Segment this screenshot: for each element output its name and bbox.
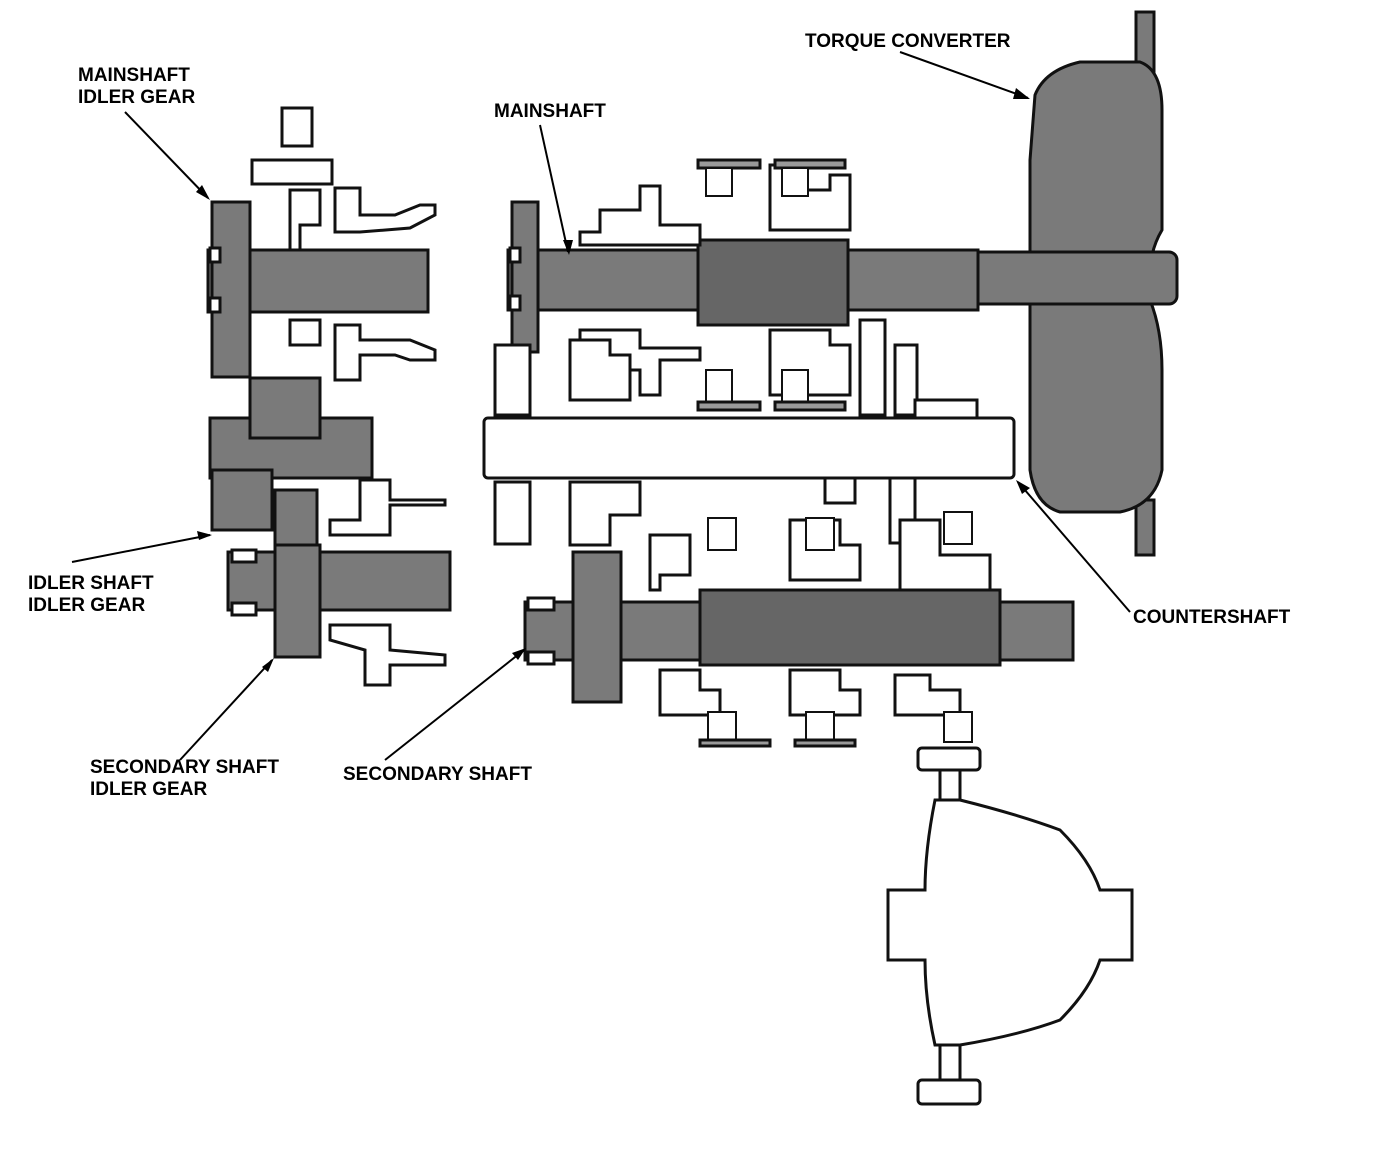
secondary-shaft — [523, 511, 1075, 748]
leader-secondary-shaft-idler-gear — [179, 659, 273, 761]
leader-secondary-shaft — [384, 649, 525, 761]
leader-mainshaft-idler-gear — [124, 111, 209, 199]
idler-shaft — [208, 376, 374, 552]
label-mainshaft: MAINSHAFT — [494, 101, 606, 122]
label-idler-shaft-idler-gear-line1: IDLER SHAFT — [28, 573, 154, 594]
differential — [886, 746, 1134, 1106]
leader-torque-converter — [899, 51, 1029, 99]
leader-idler-shaft-idler-gear — [71, 534, 211, 563]
mainshaft — [506, 158, 980, 412]
leader-countershaft — [1017, 481, 1131, 613]
label-secondary-shaft-idler-gear-line2: IDLER GEAR — [90, 779, 207, 800]
label-idler-shaft-idler-gear-line2: IDLER GEAR — [28, 595, 145, 616]
label-mainshaft-idler-gear-line2: IDLER GEAR — [78, 87, 195, 108]
label-countershaft: COUNTERSHAFT — [1133, 607, 1291, 628]
secondary-shaft-idler-section — [226, 478, 452, 687]
leader-lines — [71, 51, 1131, 761]
countershaft — [482, 318, 1016, 547]
leader-mainshaft — [539, 124, 569, 253]
label-secondary-shaft: SECONDARY SHAFT — [343, 764, 532, 785]
label-torque-converter: TORQUE CONVERTER — [805, 31, 1011, 52]
mainshaft-idler-section — [206, 106, 437, 382]
label-mainshaft-idler-gear-line1: MAINSHAFT — [78, 65, 190, 86]
label-secondary-shaft-idler-gear-line1: SECONDARY SHAFT — [90, 757, 279, 778]
torque-converter — [963, 10, 1179, 557]
